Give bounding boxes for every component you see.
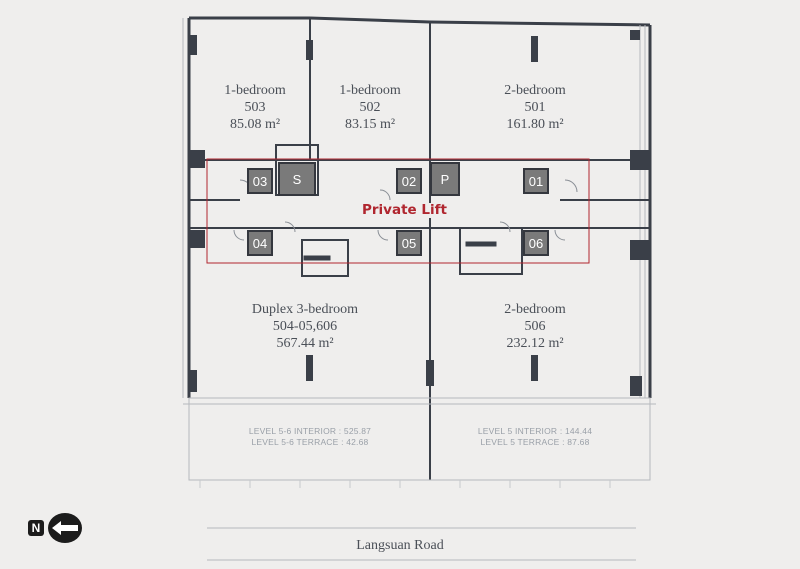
west-arrow-icon xyxy=(48,513,82,543)
terrace-terrace: LEVEL 5 TERRACE : 87.68 xyxy=(480,437,590,447)
columns xyxy=(189,30,650,396)
lift-06: 06 xyxy=(523,230,549,256)
unit-area: 161.80 m² xyxy=(506,117,564,132)
road-label: Langsuan Road xyxy=(356,538,444,553)
lift-service: S xyxy=(278,162,316,196)
terrace-right-label: LEVEL 5 INTERIOR : 144.44 LEVEL 5 TERRAC… xyxy=(445,426,625,448)
terrace-railings xyxy=(199,480,611,488)
unit-area: 232.12 m² xyxy=(506,336,564,351)
unit-number: 502 xyxy=(359,100,381,115)
lift-03: 03 xyxy=(247,168,273,194)
compass: N xyxy=(28,513,82,543)
terrace-interior: LEVEL 5-6 INTERIOR : 525.87 xyxy=(248,426,372,436)
unit-type: 2-bedroom xyxy=(504,302,566,317)
unit-number: 506 xyxy=(524,319,546,334)
terrace-terrace: LEVEL 5-6 TERRACE : 42.68 xyxy=(251,437,369,447)
unit-area: 83.15 m² xyxy=(344,117,396,132)
compass-n-label: N xyxy=(28,520,44,536)
unit-number: 503 xyxy=(244,100,266,115)
unit-area: 567.44 m² xyxy=(276,336,334,351)
road-lines xyxy=(207,527,636,561)
unit-502-label: 1-bedroom 502 83.15 m² xyxy=(320,82,420,133)
terrace-left-label: LEVEL 5-6 INTERIOR : 525.87 LEVEL 5-6 TE… xyxy=(220,426,400,448)
unit-type: 2-bedroom xyxy=(504,83,566,98)
unit-type: Duplex 3-bedroom xyxy=(251,302,359,317)
unit-504-label: Duplex 3-bedroom 504-05,606 567.44 m² xyxy=(230,301,380,352)
lift-05: 05 xyxy=(396,230,422,256)
lift-private: P xyxy=(430,162,460,196)
stair-icon xyxy=(303,241,497,261)
lift-02: 02 xyxy=(396,168,422,194)
lift-04: 04 xyxy=(247,230,273,256)
unit-501-label: 2-bedroom 501 161.80 m² xyxy=(485,82,585,133)
terrace-area xyxy=(183,397,656,481)
private-lift-highlight xyxy=(206,158,590,264)
unit-type: 1-bedroom xyxy=(224,83,286,98)
unit-506-label: 2-bedroom 506 232.12 m² xyxy=(485,301,585,352)
unit-type: 1-bedroom xyxy=(339,83,401,98)
private-lift-label: Private Lift xyxy=(360,202,449,218)
facade-lines xyxy=(182,18,646,398)
unit-503-label: 1-bedroom 503 85.08 m² xyxy=(205,82,305,133)
exterior-walls xyxy=(187,16,652,398)
unit-number: 504-05,606 xyxy=(272,319,338,334)
terrace-interior: LEVEL 5 INTERIOR : 144.44 xyxy=(477,426,593,436)
unit-number: 501 xyxy=(524,100,546,115)
unit-area: 85.08 m² xyxy=(229,117,281,132)
lift-01: 01 xyxy=(523,168,549,194)
